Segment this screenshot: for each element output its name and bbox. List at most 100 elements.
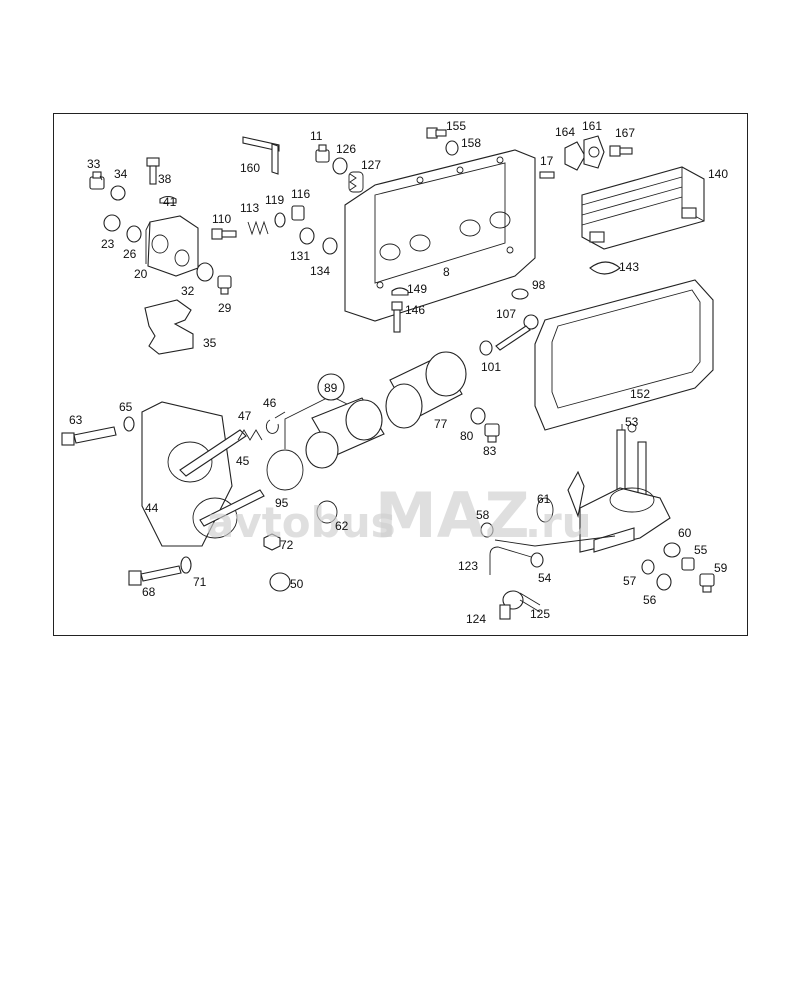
callout-34: 34 — [114, 167, 128, 181]
callout-161: 161 — [582, 119, 602, 133]
callout-140: 140 — [708, 167, 728, 181]
part-33-plug — [89, 171, 105, 190]
part-143-gasket — [589, 261, 621, 275]
callout-29: 29 — [218, 301, 232, 315]
callout-155: 155 — [446, 119, 466, 133]
callout-134: 126 — [336, 142, 356, 156]
callout-44: 44 — [145, 501, 159, 515]
part-23-plug — [103, 214, 121, 232]
callout-116: 116 — [291, 187, 310, 201]
part-123-pipe — [489, 546, 539, 575]
part-134-washer — [332, 157, 348, 175]
callout-126: 131 — [290, 249, 310, 263]
callout-167: 167 — [615, 126, 635, 140]
callout-98: 98 — [532, 278, 546, 292]
callout-95: 95 — [275, 496, 289, 510]
callout-8: 8 — [443, 265, 450, 279]
part-101-washer — [479, 340, 493, 356]
callout-59: 59 — [714, 561, 728, 575]
callout-124: 124 — [466, 612, 486, 626]
callout-72: 72 — [280, 538, 294, 552]
part-35-gasket — [144, 299, 194, 355]
part-58-seal — [480, 522, 494, 538]
callout-33: 33 — [87, 157, 101, 171]
callout-53: 53 — [625, 415, 639, 429]
part-140-oil-cooler — [581, 166, 705, 250]
callout-57: 57 — [623, 574, 637, 588]
part-62-oring — [316, 500, 338, 524]
part-98-washer — [511, 288, 529, 300]
part-38-bolt — [146, 157, 160, 185]
callout-26: 26 — [123, 247, 137, 261]
callout-160: 160 — [240, 161, 260, 175]
watermark-prefix: avtobus — [206, 498, 396, 547]
part-119-ring — [274, 212, 286, 228]
part-127-washer — [322, 237, 338, 255]
part-61-pump-body — [567, 470, 671, 553]
callout-65: 65 — [119, 400, 133, 414]
callout-101: 101 — [481, 360, 501, 374]
callout-11: 127 — [361, 158, 381, 172]
part-158-washer — [445, 140, 459, 156]
part-46-circlip — [265, 419, 279, 434]
part-77-filter — [385, 351, 467, 429]
part-32-washer — [196, 262, 214, 282]
callout-110: 110 — [212, 212, 231, 226]
callout-45: 45 — [236, 454, 250, 468]
part-167-bolt — [609, 145, 633, 157]
part-58-oring — [536, 497, 554, 523]
callout-61: 61 — [537, 492, 551, 506]
callout-107: 107 — [496, 307, 516, 321]
part-95-oring — [266, 449, 304, 491]
callout-127: 134 — [310, 264, 330, 278]
callout-123: 123 — [458, 559, 478, 573]
part-149-clip — [391, 287, 409, 296]
part-59-plug — [699, 573, 715, 593]
callout-125: 125 — [530, 607, 550, 621]
callout-17: 17 — [540, 154, 554, 168]
part-54-ring — [530, 552, 544, 568]
part-80-washer — [470, 407, 486, 425]
part-152-gasket — [534, 279, 714, 431]
part-44-filter-housing — [141, 401, 265, 547]
callout-71: 71 — [193, 575, 207, 589]
part-155-bolt — [426, 127, 447, 139]
callout-113: 113 — [240, 201, 259, 215]
callout-80: 80 — [460, 429, 474, 443]
callout-47: 47 — [238, 409, 252, 423]
callout-56: 56 — [643, 593, 657, 607]
part-164-gasket — [564, 141, 586, 171]
callout-35: 35 — [203, 336, 217, 350]
callout-83: 83 — [483, 444, 497, 458]
part-8-cooler-housing — [344, 149, 536, 322]
part-89-callout-circle — [317, 373, 345, 401]
part-126-plug — [299, 227, 315, 245]
diagram-frame — [53, 113, 748, 636]
watermark: avtobus MAZ .ru — [206, 479, 592, 552]
callout-131: 11 — [310, 129, 323, 143]
part-60-washer — [663, 542, 681, 558]
part-125-clip — [519, 592, 541, 613]
part-116-plug — [291, 205, 305, 221]
callout-50: 50 — [290, 577, 304, 591]
callout-63: 63 — [69, 413, 83, 427]
callout-labels: 33 34 38 41 23 26 20 32 29 35 160 110 11… — [69, 119, 728, 626]
part-50-plug — [269, 572, 291, 592]
part-57-washer — [641, 559, 655, 575]
callout-32: 32 — [181, 284, 195, 298]
part-160-bracket — [242, 136, 280, 175]
part-161-flange — [583, 135, 605, 169]
part-11-spring — [348, 171, 364, 193]
callout-143: 143 — [619, 260, 639, 274]
callout-152: 152 — [630, 387, 650, 401]
callout-20: 20 — [134, 267, 148, 281]
part-107-bolt — [495, 314, 539, 351]
callout-41: 41 — [163, 195, 177, 209]
callout-38: 38 — [158, 172, 172, 186]
callout-58: 58 — [476, 508, 490, 522]
part-89-filter-element — [305, 397, 385, 469]
part-55-fitting — [681, 557, 695, 571]
callout-146: 146 — [405, 303, 425, 317]
part-68-bolt — [128, 565, 182, 586]
part-110-bolt — [211, 228, 237, 240]
